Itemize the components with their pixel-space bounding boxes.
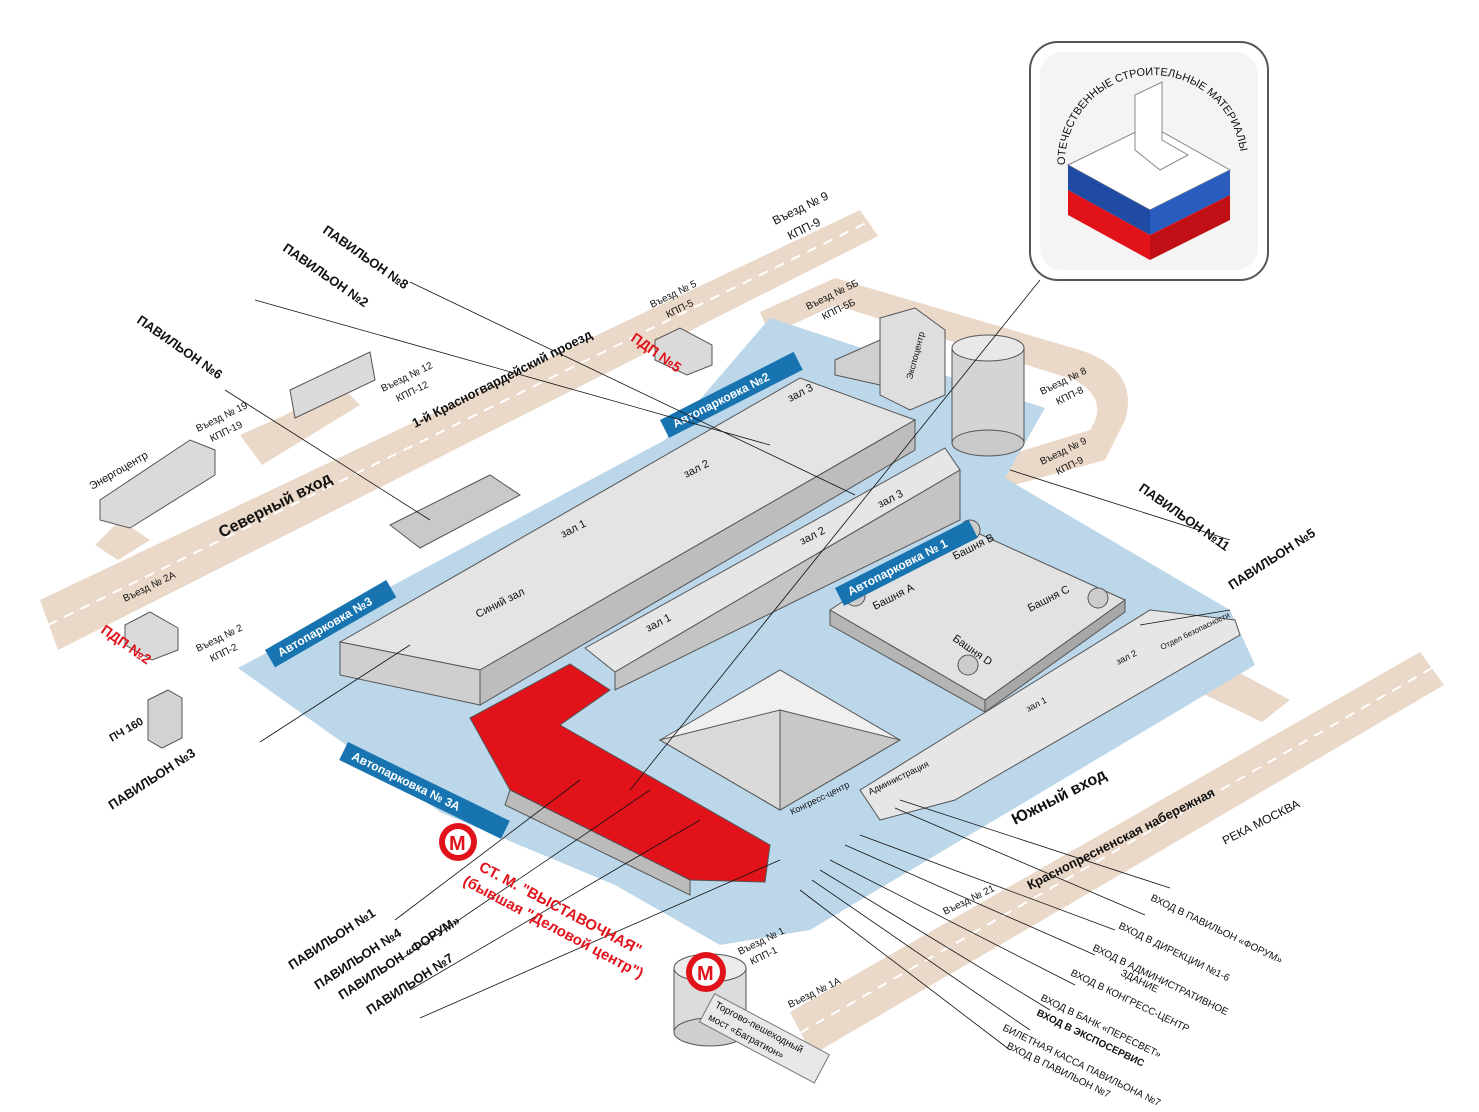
west-connector-road [240,385,360,465]
pavilion-3-label: ПАВИЛЬОН №3 [105,745,198,812]
energy-center-building [99,439,216,529]
metro-icon-letter-2: М [697,963,714,985]
logo-flag-red [1068,190,1150,260]
pch-label: ПЧ 160 [108,716,146,745]
west-connector-road-2 [95,520,150,560]
logo-step-block [1134,81,1190,171]
metro-icon-top: М [439,823,477,861]
tower-d [957,654,979,676]
leader-lines [224,279,1231,1051]
logo-box: ОТЕЧЕСТВЕННЫЕ СТРОИТЕЛЬНЫЕ МАТЕРИАЛЫ [1029,41,1269,281]
main-pavilion-side [479,419,916,706]
bridge-label-box [698,992,831,1084]
south-admin-building [859,609,1241,821]
roads [40,210,1444,1055]
metro-station-line2: (бывшая "Деловой центр") [460,873,646,983]
logo-flag-blue-r [1150,170,1230,235]
pyramid-face-right [779,709,902,811]
round-tower-top [951,334,1025,362]
pdp2-building [124,611,179,661]
parking-2-badge [660,351,803,438]
striped-building [389,474,521,549]
pch-building [147,689,183,749]
south-road [790,652,1444,1055]
parking-3a-badge [339,742,510,839]
pavilion-7-label: ПАВИЛЬОН №7 [363,950,456,1017]
red-pavilion-front [504,789,691,896]
pavilion-5-label: ПАВИЛЬОН №5 [1225,525,1318,592]
pavilion-11-label: ПАВИЛЬОН №11 [1136,480,1232,554]
expocentr-building [879,307,946,411]
round-tower-body [951,347,1025,444]
east-loop-road [760,278,1128,500]
pavilion-row2-side [614,469,961,691]
buildings [99,307,1241,1047]
metro-icon-letter: М [449,833,466,855]
parking-1-badge [835,519,978,606]
legend-admin-entry: ВХОД В АДМИНИСТРАТИВНОЕ [1091,943,1230,1019]
pdp5-building [654,327,713,376]
tower-c [1087,587,1109,609]
site-area [238,318,1255,945]
logo-flag-red-r [1150,195,1230,260]
logo-flag-blue [1068,165,1150,235]
building-kpp12 [289,351,376,419]
towers-pavilion-side2 [984,599,1126,713]
metro-icon-bottom: М [686,952,726,992]
parking-3-badge [265,580,397,668]
pavilion-6-label: ПАВИЛЬОН №6 [134,312,225,382]
